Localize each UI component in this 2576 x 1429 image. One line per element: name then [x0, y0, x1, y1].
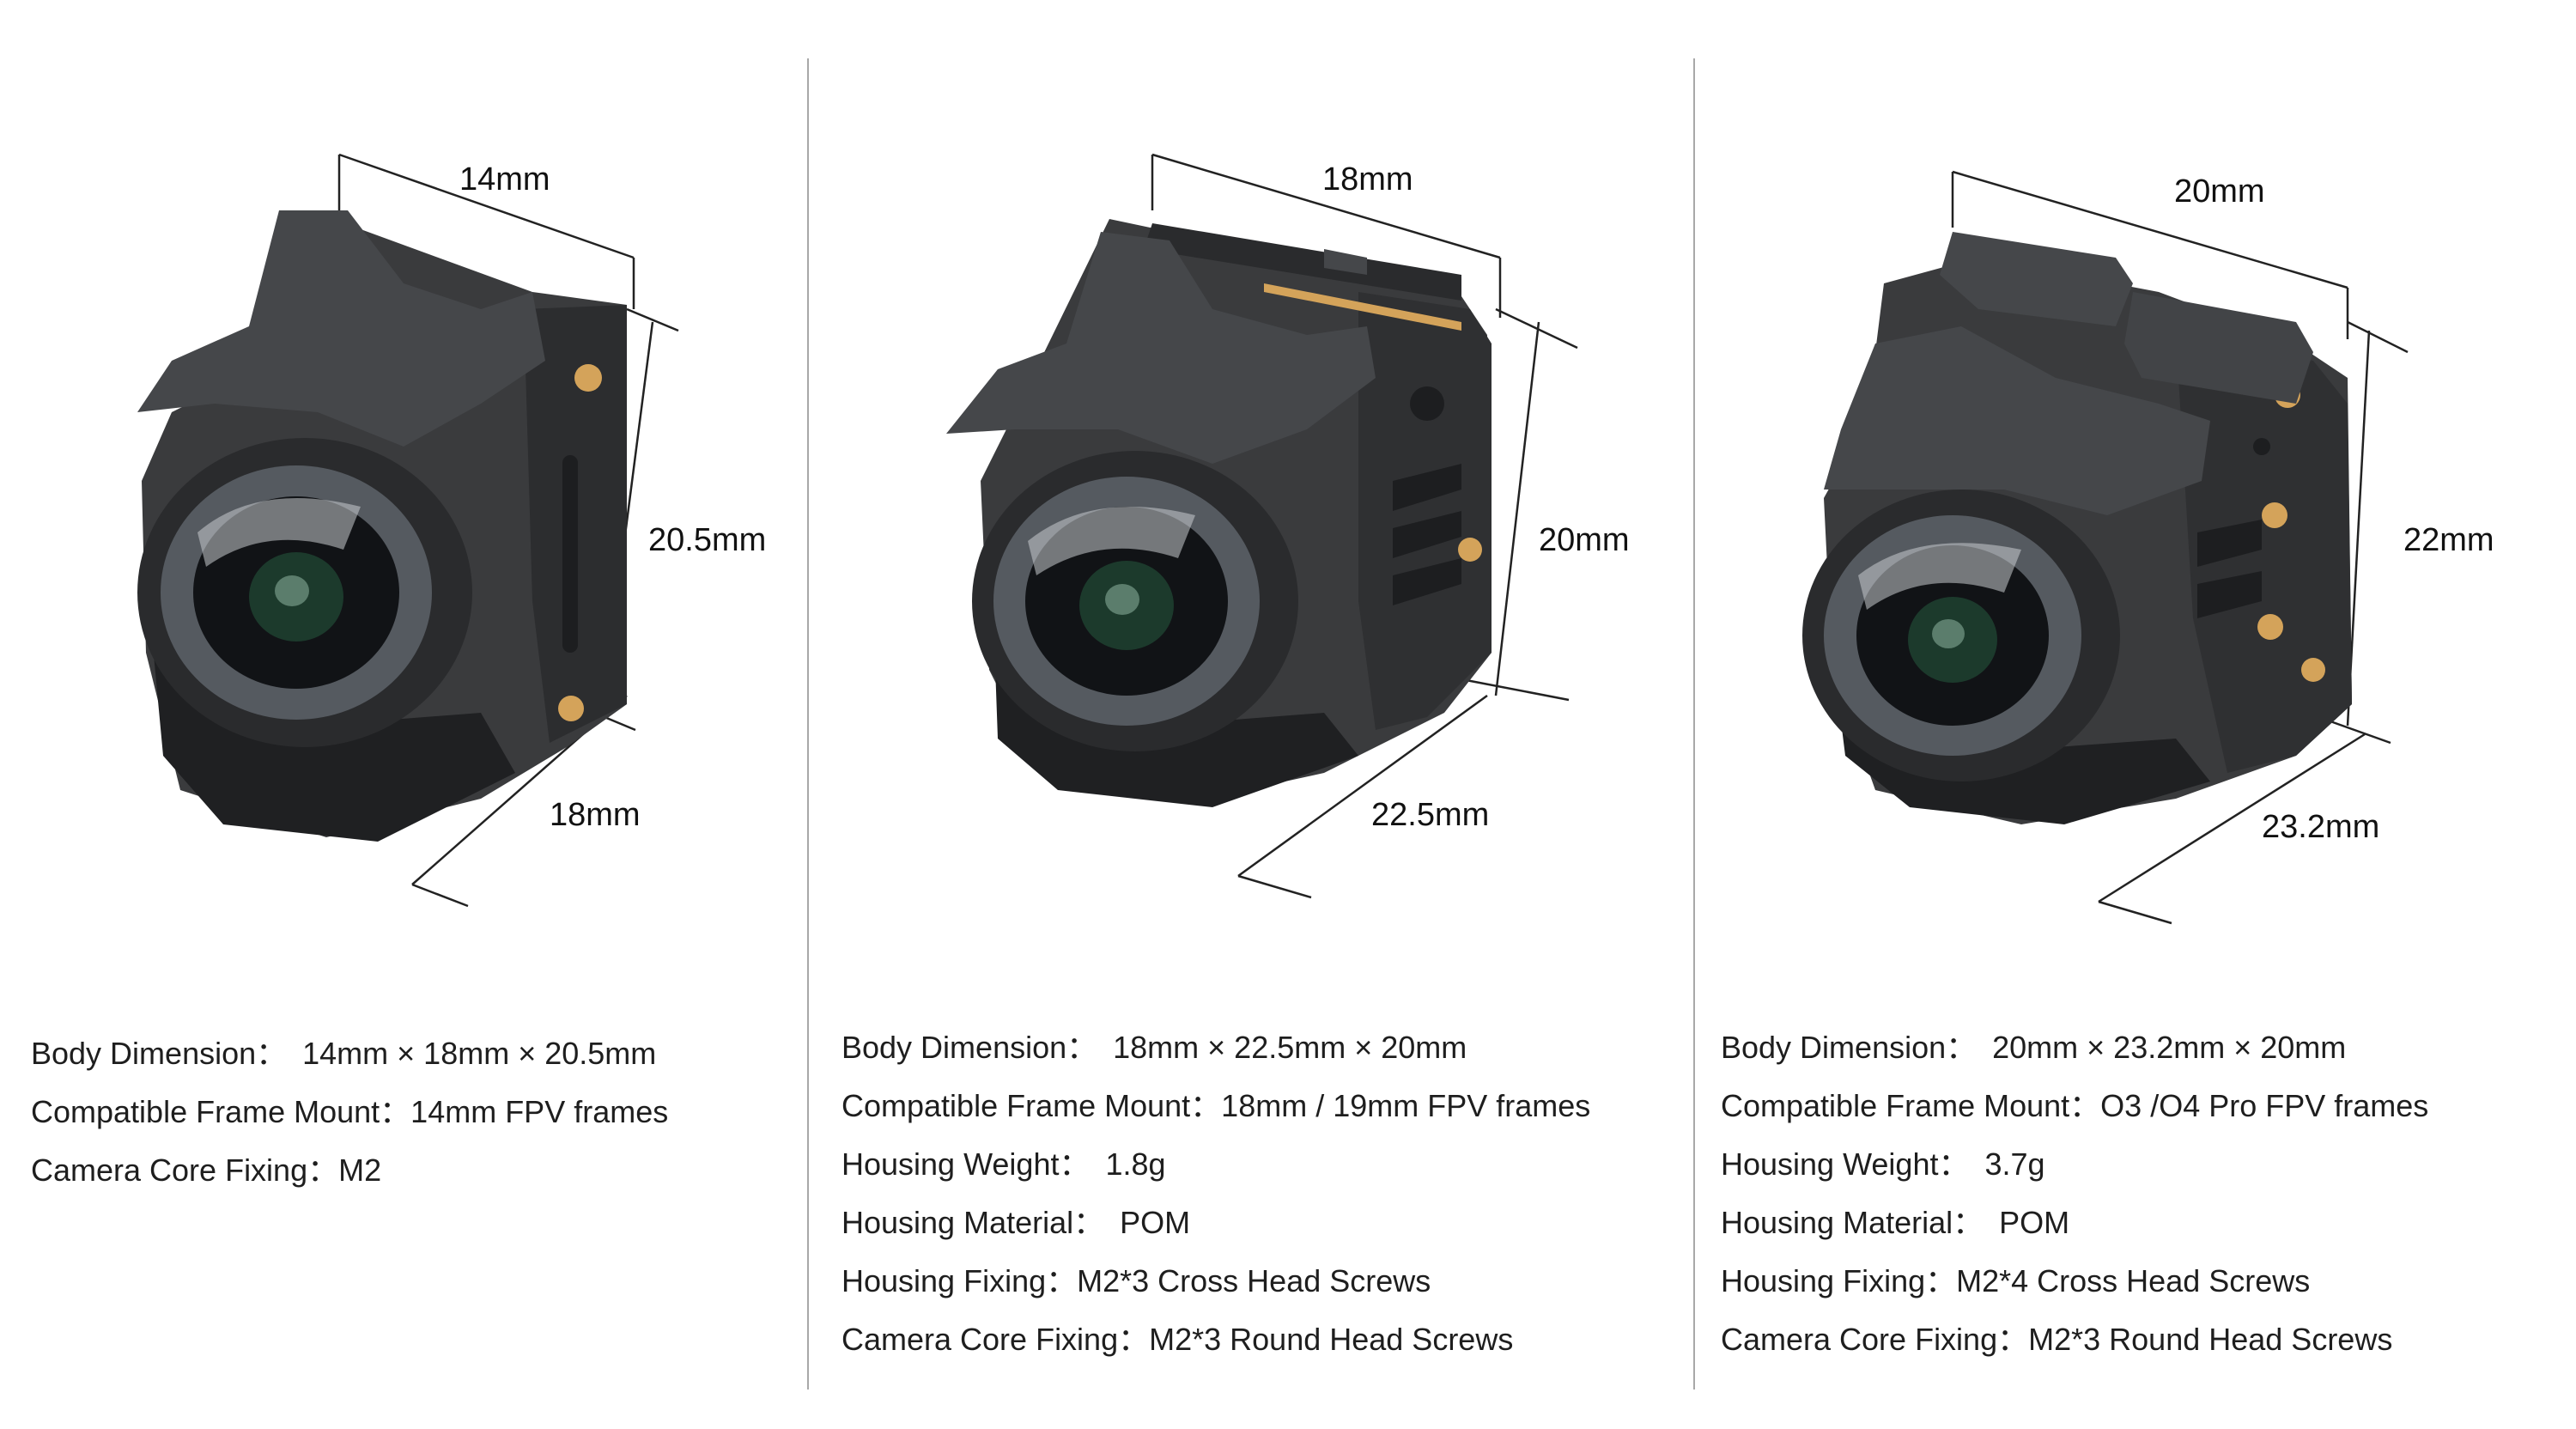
spec-list: Body Dimension： 20mm × 23.2mm × 20mm Comp…: [1721, 1019, 2428, 1369]
spec-label: Body Dimension：: [31, 1036, 288, 1071]
spec-label: Housing Weight：: [1721, 1146, 1970, 1182]
product-panel-20mm: 20mm 22mm 23.2mm Body Dimension： 20mm × 2…: [1695, 0, 2576, 1429]
dimension-height: 20.5mm: [648, 522, 767, 558]
spec-label: Housing Weight：: [841, 1146, 1091, 1182]
dimension-depth: 22.5mm: [1371, 797, 1490, 833]
spec-label: Compatible Frame Mount：: [31, 1094, 411, 1129]
spec-value: 18mm × 22.5mm × 20mm: [1113, 1030, 1467, 1065]
spec-row: Housing Fixing：M2*4 Cross Head Screws: [1721, 1252, 2428, 1310]
spec-label: Compatible Frame Mount：: [1721, 1088, 2101, 1123]
dimension-width: 18mm: [1322, 161, 1413, 198]
spec-value: 18mm / 19mm FPV frames: [1221, 1088, 1591, 1123]
spec-label: Camera Core Fixing：: [31, 1152, 339, 1188]
camera-housing-18mm-icon: [946, 153, 1578, 899]
spec-label: Compatible Frame Mount：: [841, 1088, 1222, 1123]
spec-value: POM: [1120, 1205, 1191, 1240]
spec-label: Housing Material：: [1721, 1205, 1984, 1240]
dimension-depth: 23.2mm: [2262, 809, 2380, 845]
product-panel-18mm: 18mm 20mm 22.5mm Body Dimension： 18mm × 2…: [809, 0, 1693, 1429]
dimension-width: 20mm: [2174, 173, 2265, 210]
spec-value: M2*3 Round Head Screws: [2028, 1322, 2393, 1357]
spec-label: Camera Core Fixing：: [1721, 1322, 2029, 1357]
column-divider: [1693, 58, 1695, 1389]
spec-label: Body Dimension：: [841, 1030, 1098, 1065]
spec-row: Body Dimension： 14mm × 18mm × 20.5mm: [31, 1025, 668, 1083]
spec-value: POM: [1999, 1205, 2070, 1240]
column-divider: [807, 58, 809, 1389]
spec-value: 14mm × 18mm × 20.5mm: [302, 1036, 657, 1071]
spec-row: Housing Weight： 3.7g: [1721, 1135, 2428, 1194]
spec-row: Housing Weight： 1.8g: [841, 1135, 1590, 1194]
spec-label: Housing Fixing：: [1721, 1263, 1957, 1298]
camera-housing-14mm-icon: [137, 153, 679, 908]
spec-row: Compatible Frame Mount：18mm / 19mm FPV f…: [841, 1077, 1590, 1135]
spec-value: M2*3 Round Head Screws: [1149, 1322, 1514, 1357]
spec-label: Camera Core Fixing：: [841, 1322, 1150, 1357]
dimension-height: 22mm: [2403, 522, 2494, 558]
spec-value: M2: [338, 1152, 382, 1188]
spec-value: 20mm × 23.2mm × 20mm: [1992, 1030, 2347, 1065]
spec-row: Compatible Frame Mount：O3 /O4 Pro FPV fr…: [1721, 1077, 2428, 1135]
spec-value: 1.8g: [1105, 1146, 1166, 1182]
spec-value: 3.7g: [1984, 1146, 2045, 1182]
spec-label: Body Dimension：: [1721, 1030, 1978, 1065]
spec-value: M2*3 Cross Head Screws: [1077, 1263, 1431, 1298]
spec-list: Body Dimension： 18mm × 22.5mm × 20mm Comp…: [841, 1019, 1590, 1369]
camera-housing-20mm-icon: [1802, 170, 2409, 925]
spec-row: Compatible Frame Mount：14mm FPV frames: [31, 1083, 668, 1141]
dimension-width: 14mm: [459, 161, 550, 198]
product-panel-14mm: 14mm 20.5mm 18mm Body Dimension： 14mm × 1…: [0, 0, 807, 1429]
spec-value: M2*4 Cross Head Screws: [1956, 1263, 2311, 1298]
spec-row: Camera Core Fixing：M2*3 Round Head Screw…: [1721, 1310, 2428, 1369]
spec-row: Body Dimension： 18mm × 22.5mm × 20mm: [841, 1019, 1590, 1077]
spec-row: Housing Material： POM: [841, 1194, 1590, 1252]
spec-row: Camera Core Fixing：M2: [31, 1141, 668, 1200]
dimension-height: 20mm: [1539, 522, 1630, 558]
spec-row: Housing Fixing：M2*3 Cross Head Screws: [841, 1252, 1590, 1310]
spec-row: Camera Core Fixing：M2*3 Round Head Screw…: [841, 1310, 1590, 1369]
spec-row: Body Dimension： 20mm × 23.2mm × 20mm: [1721, 1019, 2428, 1077]
spec-label: Housing Fixing：: [841, 1263, 1078, 1298]
dimension-depth: 18mm: [550, 797, 641, 833]
spec-value: O3 /O4 Pro FPV frames: [2100, 1088, 2429, 1123]
spec-list: Body Dimension： 14mm × 18mm × 20.5mm Comp…: [31, 1025, 668, 1200]
spec-value: 14mm FPV frames: [410, 1094, 669, 1129]
spec-row: Housing Material： POM: [1721, 1194, 2428, 1252]
spec-label: Housing Material：: [841, 1205, 1105, 1240]
